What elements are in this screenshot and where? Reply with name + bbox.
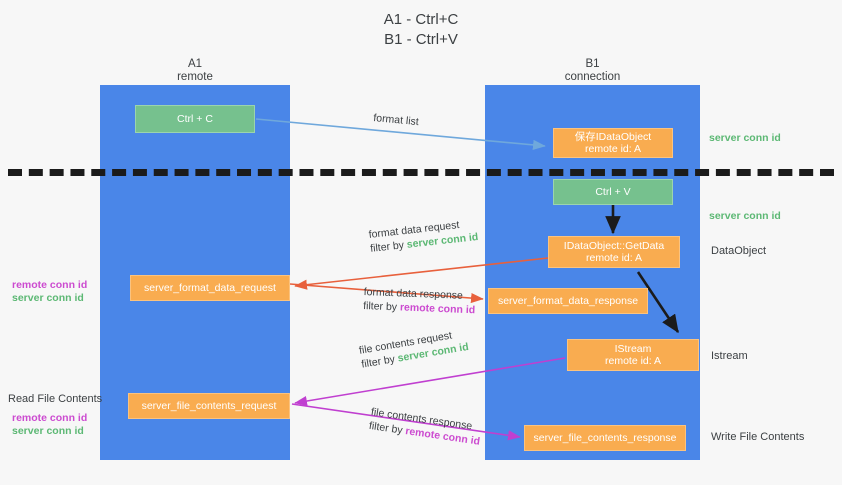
edge-label-format-list-text: format list [372, 111, 420, 129]
node-server-format-data-response-label: server_format_data_response [497, 294, 639, 307]
node-save-idataobject-sub: remote id: A [584, 143, 642, 155]
right-label-server-conn-id-top: server conn id [709, 132, 781, 144]
node-server-format-data-response[interactable]: server_format_data_response [488, 288, 648, 314]
right-label-istream: Istream [711, 350, 748, 362]
node-ctrl-v[interactable]: Ctrl + V [553, 179, 673, 205]
left-label-remote-conn-id-lower: remote conn id [12, 412, 88, 424]
node-server-file-contents-response-label: server_file_contents_response [533, 431, 677, 444]
node-ctrl-c-label: Ctrl + C [177, 112, 213, 125]
node-ctrl-v-label: Ctrl + V [595, 185, 631, 198]
lane-b1-sub: connection [564, 71, 621, 83]
node-server-file-contents-request-label: server_file_contents_request [141, 399, 277, 412]
lane-b1-name: B1 [585, 58, 600, 70]
filter-key-remote-conn-id: remote conn id [399, 301, 476, 317]
edge-label-format-list: format list [373, 111, 420, 129]
edge-label-file-contents-request: file contents request filter by server c… [358, 326, 470, 372]
title-line-1: A1 - Ctrl+C [383, 11, 459, 28]
node-idataobject-getdata-label: IDataObject::GetData [563, 239, 665, 252]
node-ctrl-c[interactable]: Ctrl + C [135, 105, 255, 133]
left-label-read-file-contents: Read File Contents [8, 393, 103, 405]
node-istream[interactable]: IStream remote id: A [567, 339, 699, 371]
edge-label-format-data-request: format data request filter by server con… [368, 216, 479, 256]
node-idataobject-getdata-sub: remote id: A [585, 252, 643, 264]
node-save-idataobject[interactable]: 保存IDataObject remote id: A [553, 128, 673, 158]
node-save-idataobject-label: 保存IDataObject [574, 130, 652, 143]
node-istream-sub: remote id: A [604, 355, 662, 367]
lane-a1-sub: remote [177, 71, 213, 83]
node-server-file-contents-response[interactable]: server_file_contents_response [524, 425, 686, 451]
edge-label-format-data-response: format data response filter by remote co… [363, 285, 476, 317]
title-line-2: B1 - Ctrl+V [384, 31, 458, 48]
left-label-remote-conn-id-upper: remote conn id [12, 279, 88, 291]
lane-a1-name: A1 [187, 58, 203, 70]
diagram-title: A1 - Ctrl+C B1 - Ctrl+V [0, 10, 842, 50]
node-server-format-data-request[interactable]: server_format_data_request [130, 275, 290, 301]
lane-header-a1: A1 remote [100, 58, 290, 84]
right-label-server-conn-id-mid: server conn id [709, 210, 781, 222]
edge-filter-format-data-response: filter by remote conn id [362, 299, 476, 317]
left-label-server-conn-id-upper: server conn id [12, 292, 84, 304]
left-label-server-conn-id-lower: server conn id [12, 425, 84, 437]
phase-divider [8, 169, 834, 176]
right-label-write-file-contents: Write File Contents [711, 431, 805, 443]
node-server-format-data-request-label: server_format_data_request [144, 281, 276, 294]
lane-header-b1: B1 connection [485, 58, 700, 84]
node-server-file-contents-request[interactable]: server_file_contents_request [128, 393, 290, 419]
right-label-dataobject: DataObject [711, 245, 767, 257]
node-idataobject-getdata[interactable]: IDataObject::GetData remote id: A [548, 236, 680, 268]
node-istream-label: IStream [614, 342, 652, 355]
edge-label-file-contents-response: file contents response filter by remote … [368, 405, 483, 449]
